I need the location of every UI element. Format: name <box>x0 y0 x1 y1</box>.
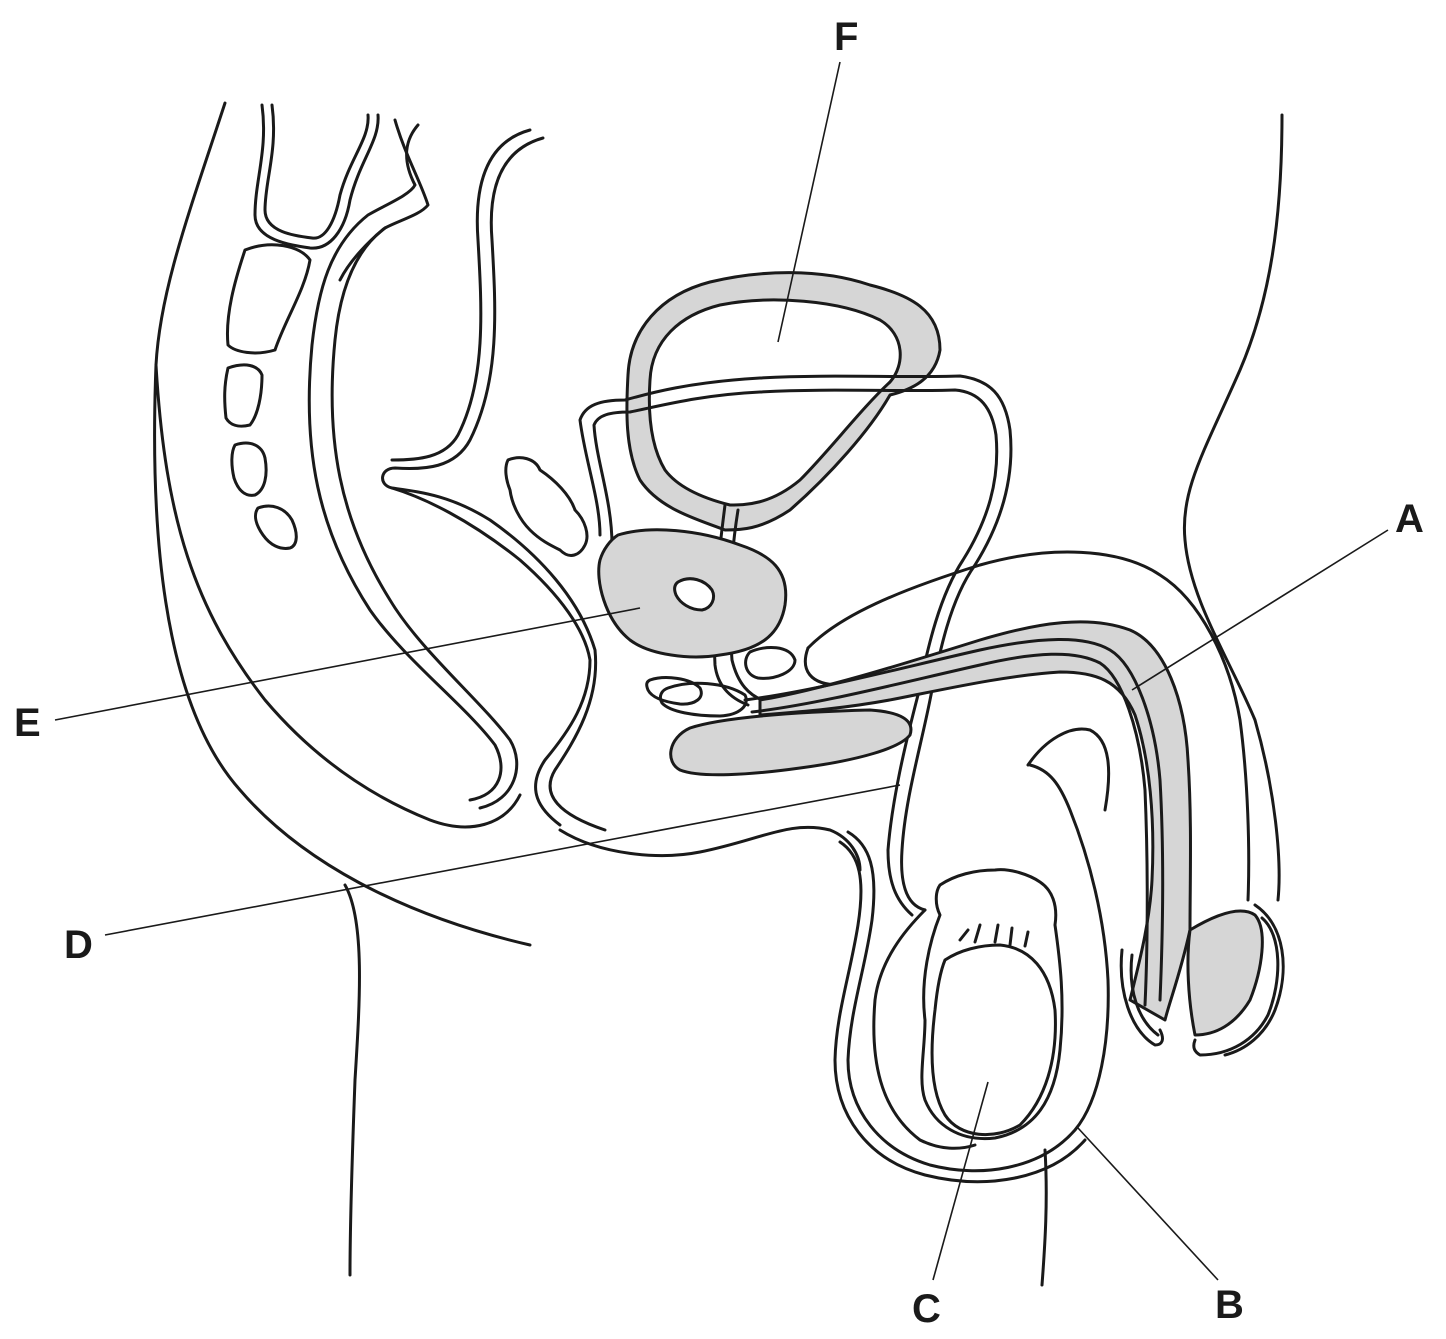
label-a: A <box>1395 497 1424 541</box>
prostate <box>597 528 788 659</box>
leader-lines <box>54 61 1389 1281</box>
label-d: D <box>64 923 93 967</box>
bulbourethral-glands <box>645 646 797 718</box>
leader-line-e <box>54 607 641 721</box>
penile-bulb <box>669 708 913 777</box>
scrotum <box>833 727 1111 1184</box>
label-f: F <box>834 15 858 59</box>
leader-line-b <box>1077 1127 1219 1281</box>
leader-line-f <box>777 61 841 343</box>
bladder <box>625 271 942 532</box>
label-c: C <box>912 1287 941 1331</box>
leader-line-a <box>1131 529 1389 691</box>
testis <box>872 868 1064 1150</box>
ductus-loop <box>578 374 1013 917</box>
leader-line-c <box>932 1081 989 1281</box>
leader-line-d <box>104 784 901 936</box>
vas-deferens <box>381 128 607 832</box>
rectum-and-sacrum <box>223 103 519 810</box>
penis <box>743 550 1285 1057</box>
body-outline <box>153 101 1284 1287</box>
label-e: E <box>14 701 41 745</box>
seminal-vesicle <box>504 456 589 557</box>
labels: A B C D E F <box>14 15 1424 1331</box>
label-b: B <box>1215 1283 1244 1327</box>
